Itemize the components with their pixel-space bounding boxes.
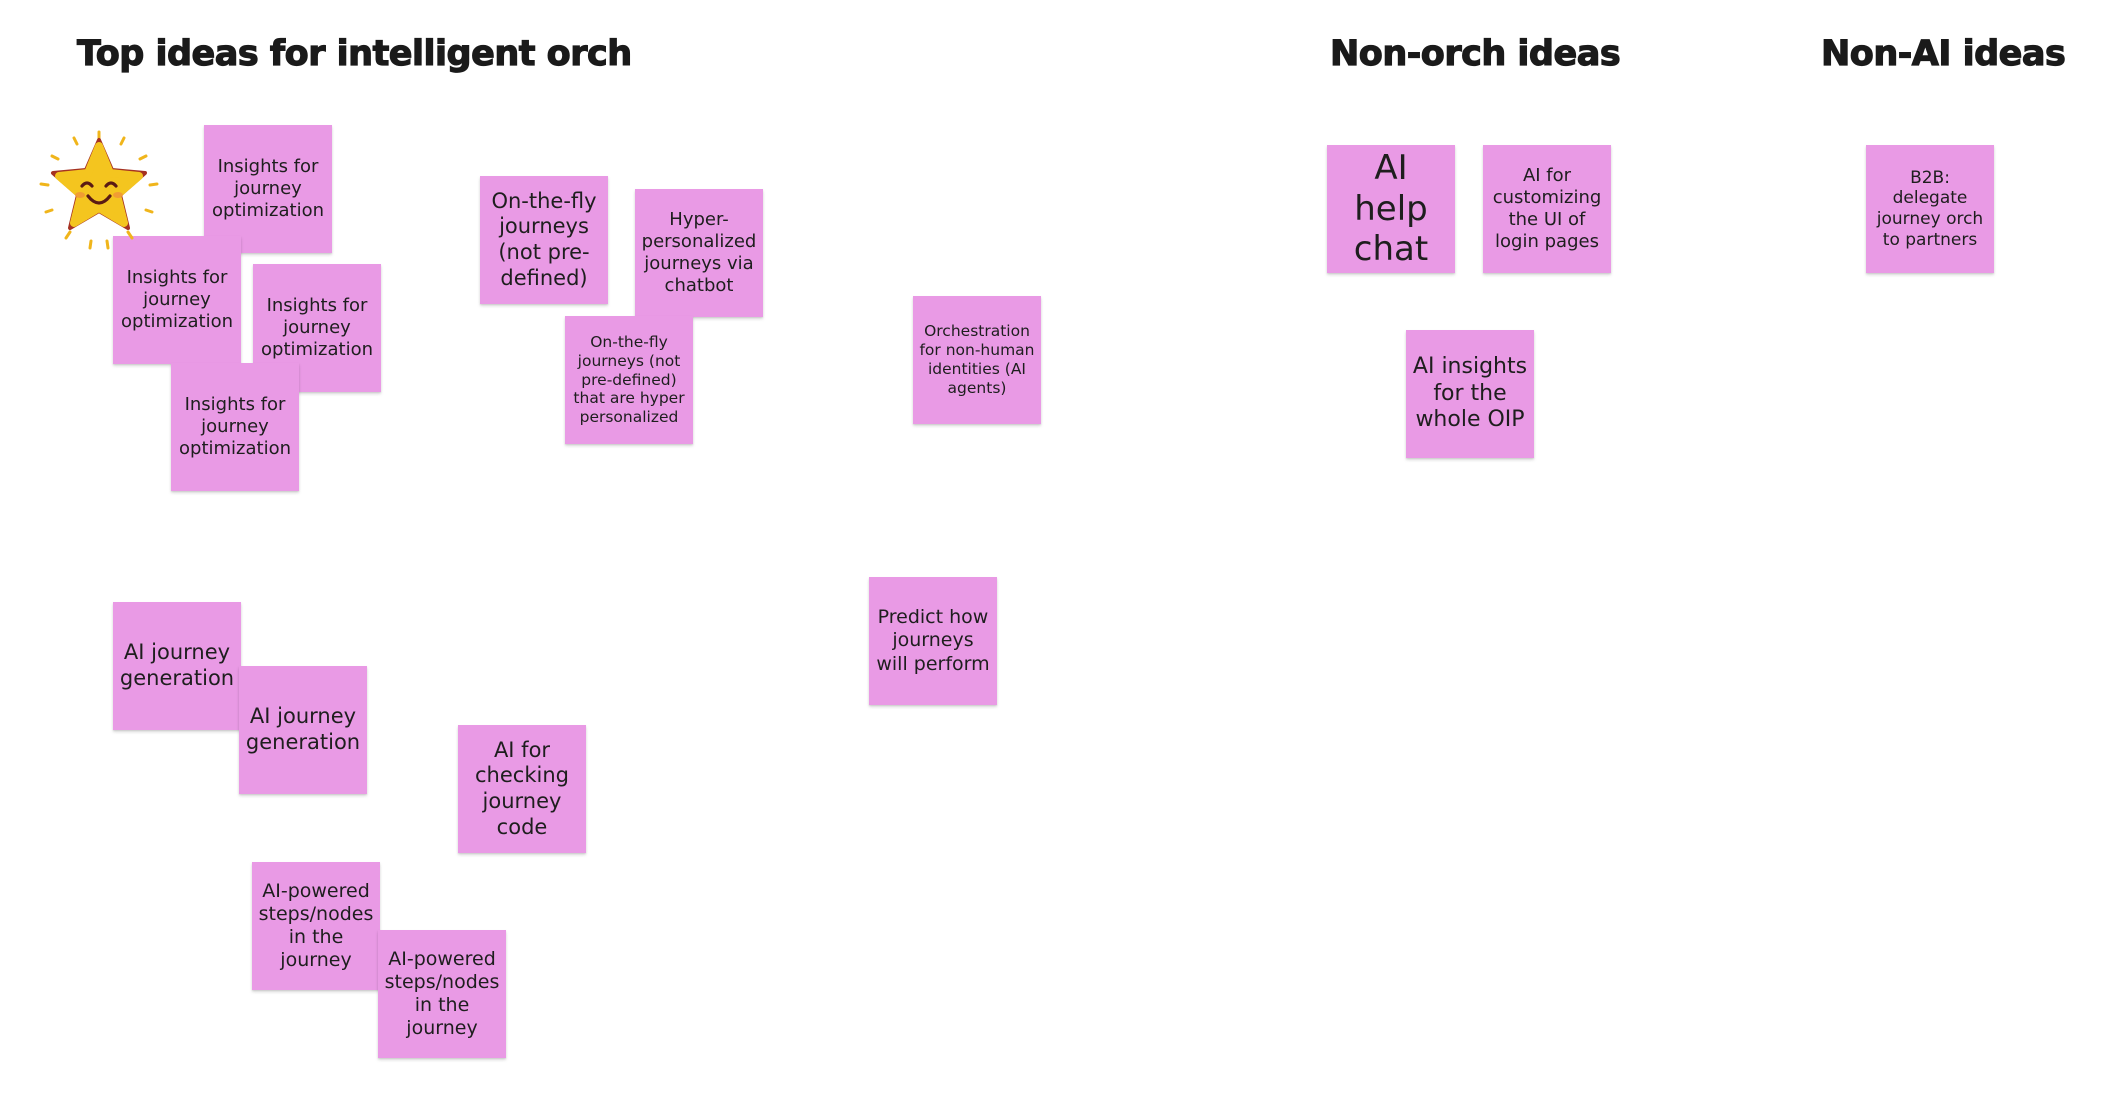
sticky-note-text: AI help chat [1333, 148, 1449, 270]
sticky-note[interactable]: AI-powered steps/nodes in the journey [252, 862, 380, 990]
sticky-note-text: Insights for journey optimization [177, 394, 293, 460]
sticky-note[interactable]: On-the-fly journeys (not pre-defined) [480, 176, 608, 304]
sticky-note[interactable]: B2B: delegate journey orch to partners [1866, 145, 1994, 273]
sticky-note-text: AI journey generation [245, 704, 361, 755]
sticky-note[interactable]: Orchestration for non-human identities (… [913, 296, 1041, 424]
section-title-top-ideas[interactable]: Top ideas for intelligent orch [77, 34, 632, 74]
section-title-non-orch[interactable]: Non-orch ideas [1330, 34, 1620, 74]
sticky-note-text: AI insights for the whole OIP [1412, 354, 1528, 434]
sticky-note[interactable]: Insights for journey optimization [204, 125, 332, 253]
section-title-non-ai[interactable]: Non-AI ideas [1821, 34, 2065, 74]
sticky-note[interactable]: AI insights for the whole OIP [1406, 330, 1534, 458]
sticky-note-text: AI-powered steps/nodes in the journey [384, 948, 500, 1041]
sticky-note-text: AI-powered steps/nodes in the journey [258, 880, 374, 973]
sticky-note[interactable]: Insights for journey optimization [113, 236, 241, 364]
smiling-star-icon[interactable] [38, 130, 160, 252]
sticky-note-text: AI journey generation [119, 640, 235, 691]
sticky-note-text: AI for checking journey code [464, 738, 580, 840]
sticky-note-text: On-the-fly journeys (not pre-defined) [486, 189, 602, 291]
sticky-note-text: Insights for journey optimization [210, 156, 326, 222]
sticky-note-text: Orchestration for non-human identities (… [919, 322, 1035, 398]
sticky-note[interactable]: AI journey generation [113, 602, 241, 730]
sticky-note[interactable]: Hyper-personalized journeys via chatbot [635, 189, 763, 317]
sticky-note-text: Hyper-personalized journeys via chatbot [641, 209, 757, 297]
sticky-note[interactable]: AI help chat [1327, 145, 1455, 273]
sticky-note-text: Predict how journeys will perform [875, 606, 991, 676]
sticky-note[interactable]: Insights for journey optimization [171, 363, 299, 491]
sticky-note[interactable]: On-the-fly journeys (not pre-defined) th… [565, 316, 693, 444]
sticky-note[interactable]: AI for checking journey code [458, 725, 586, 853]
sticky-note[interactable]: AI journey generation [239, 666, 367, 794]
sticky-note-text: Insights for journey optimization [119, 267, 235, 333]
sticky-note-text: AI for customizing the UI of login pages [1489, 165, 1605, 253]
sticky-note[interactable]: AI for customizing the UI of login pages [1483, 145, 1611, 273]
sticky-note-text: B2B: delegate journey orch to partners [1872, 168, 1988, 251]
sticky-note[interactable]: Predict how journeys will perform [869, 577, 997, 705]
sticky-note-text: Insights for journey optimization [259, 295, 375, 361]
sticky-note[interactable]: AI-powered steps/nodes in the journey [378, 930, 506, 1058]
sticky-note-text: On-the-fly journeys (not pre-defined) th… [571, 333, 687, 428]
